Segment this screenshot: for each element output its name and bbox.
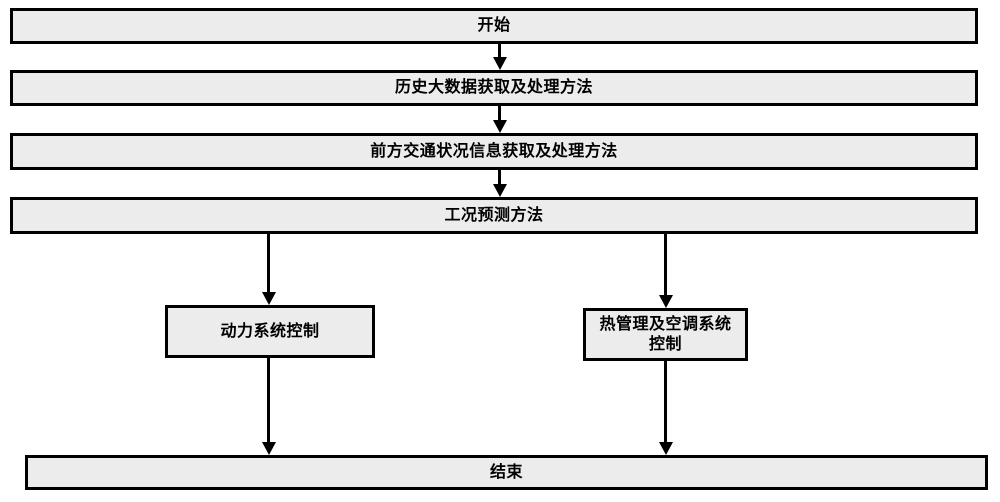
node-condition-prediction[interactable]: 工况预测方法 — [10, 197, 978, 234]
edge-stem — [664, 234, 667, 297]
edge-start-to-history — [492, 44, 507, 70]
edge-thermal-to-end — [658, 361, 673, 456]
arrowhead-down-icon — [492, 120, 507, 133]
node-end[interactable]: 结束 — [25, 455, 988, 490]
node-thermal-hvac-control-label: 热管理及空调系统 控制 — [599, 315, 732, 353]
edge-stem — [267, 234, 270, 294]
arrowhead-down-icon — [261, 442, 276, 455]
node-thermal-hvac-control[interactable]: 热管理及空调系统 控制 — [583, 308, 748, 361]
node-start[interactable]: 开始 — [10, 8, 978, 44]
node-powertrain-control-label: 动力系统控制 — [220, 322, 320, 340]
node-traffic-info[interactable]: 前方交通状况信息获取及处理方法 — [10, 133, 978, 170]
node-history-data-label: 历史大数据获取及处理方法 — [394, 79, 593, 97]
edge-history-to-traffic — [492, 106, 507, 133]
edge-stem — [498, 44, 501, 59]
arrowhead-down-icon — [658, 295, 673, 308]
edge-stem — [267, 358, 270, 444]
arrowhead-down-icon — [658, 442, 673, 455]
edge-stem — [498, 170, 501, 186]
edge-stem — [498, 106, 501, 122]
edge-traffic-to-predict — [492, 170, 507, 198]
node-powertrain-control[interactable]: 动力系统控制 — [165, 305, 375, 358]
node-history-data[interactable]: 历史大数据获取及处理方法 — [10, 70, 978, 106]
arrowhead-down-icon — [492, 184, 507, 197]
node-start-label: 开始 — [477, 17, 511, 35]
edge-powertrain-to-end — [261, 358, 276, 456]
edge-predict-to-thermal — [658, 234, 673, 309]
edge-predict-to-powertrain — [261, 234, 276, 306]
arrowhead-down-icon — [492, 57, 507, 70]
node-end-label: 结束 — [489, 463, 523, 481]
arrowhead-down-icon — [261, 292, 276, 305]
node-traffic-info-label: 前方交通状况信息获取及处理方法 — [370, 142, 618, 160]
edge-stem — [664, 361, 667, 444]
node-condition-prediction-label: 工况预测方法 — [444, 206, 544, 224]
